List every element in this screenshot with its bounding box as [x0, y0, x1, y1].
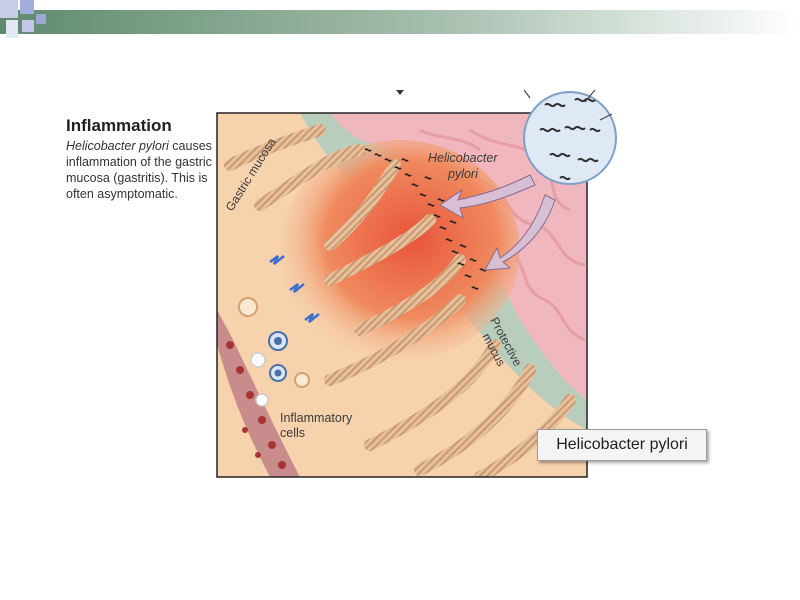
header-bar	[0, 0, 800, 38]
gastric-pit	[224, 124, 326, 171]
label-helicobacter-line2: pylori	[447, 167, 479, 181]
gastric-pit	[474, 394, 576, 477]
caption-title: Inflammation	[66, 116, 172, 135]
caption-block: Inflammation Helicobacter pylori causes …	[66, 116, 216, 202]
gastric-pit	[324, 294, 466, 386]
bacteria-cluster	[364, 148, 487, 290]
gastric-pit	[324, 159, 401, 251]
magnified-bacteria-inset	[523, 89, 617, 185]
gastric-pit	[354, 254, 466, 336]
inflammatory-cells	[238, 297, 310, 407]
gastric-pit	[364, 339, 501, 451]
diagram-frame	[216, 112, 588, 478]
corner-square	[0, 0, 18, 18]
caption-body: Helicobacter pylori causes inflammation …	[66, 138, 216, 202]
caption-rest: causes inflammation of the gastric mucos…	[66, 139, 212, 201]
signal-bolts	[269, 255, 320, 323]
gastric-pit	[324, 214, 436, 286]
label-inflammatory-line1: Inflammatory	[280, 411, 353, 425]
corner-square	[36, 14, 46, 24]
gastric-pit	[254, 144, 366, 211]
corner-square	[22, 20, 34, 32]
corner-square	[6, 20, 18, 38]
blood-vessel	[217, 310, 300, 477]
label-inflammatory-line2: cells	[280, 426, 305, 440]
bacteria-arrows	[439, 174, 556, 271]
caption-italic: Helicobacter pylori	[66, 139, 169, 153]
gastric-pit	[414, 364, 536, 476]
corner-square	[20, 0, 34, 14]
tooltip-box: Helicobacter pylori	[537, 429, 707, 461]
small-arrow-marker	[396, 90, 404, 95]
label-helicobacter-line1: Helicobacter	[428, 151, 498, 165]
